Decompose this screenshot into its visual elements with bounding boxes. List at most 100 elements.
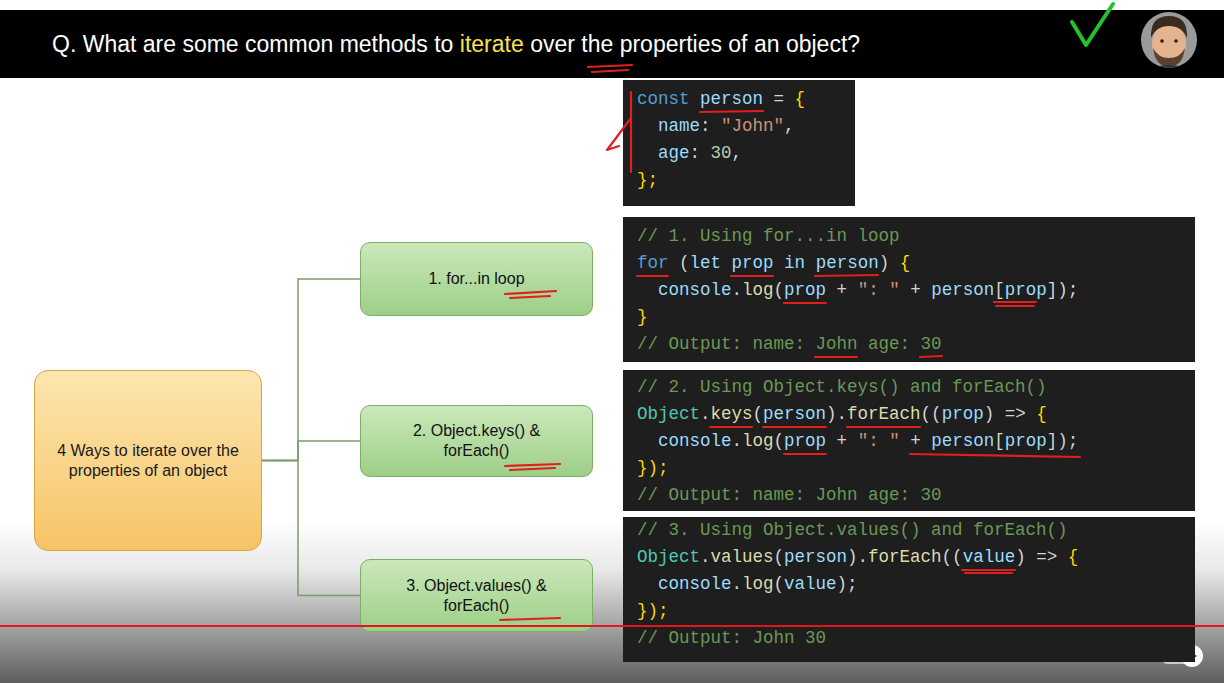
underline-mark (505, 464, 560, 470)
code-token (690, 89, 701, 109)
code-token: => (1036, 547, 1057, 567)
code-token: prop (942, 404, 984, 424)
code-token (921, 280, 932, 300)
code-token: prop (1005, 431, 1047, 451)
code-token: person (931, 280, 994, 300)
code-token: prop (1005, 280, 1047, 300)
code-token: const (637, 89, 690, 109)
code-token: let (690, 253, 722, 273)
box-label: 2. Object.keys() & forEach() (381, 421, 572, 461)
code-token: // Output: name: John age: 30 (637, 485, 942, 505)
code-token: ). (826, 404, 847, 424)
code-token (847, 280, 858, 300)
code-token: ) (879, 253, 890, 273)
code-token: ); (837, 574, 858, 594)
code-token: . (700, 547, 711, 567)
code-token (700, 143, 711, 163)
code-token: prop (784, 280, 826, 300)
code-line: // 3. Using Object.values() and forEach(… (637, 517, 1185, 544)
code-token: 30 (711, 143, 732, 163)
check-mark (1072, 4, 1113, 45)
code-token: + (910, 431, 921, 451)
code-token: values (711, 547, 774, 567)
code-token: + (910, 280, 921, 300)
underline-mark (505, 291, 556, 298)
code-token: forEach (868, 547, 942, 567)
code-token: : (700, 116, 711, 136)
code-token: ( (774, 280, 785, 300)
code-token: ]); (1047, 431, 1079, 451)
code-token (847, 431, 858, 451)
code-line: } (637, 304, 1185, 331)
code-line: console.log(prop + ": " + person[prop]); (637, 428, 1185, 455)
code-token (889, 253, 900, 273)
code-token: }); (637, 458, 669, 478)
code-token: (( (921, 404, 942, 424)
topic-box: 4 Ways to iterate over the properties of… (34, 370, 262, 551)
code-token: ( (774, 431, 785, 451)
code-token: + (837, 431, 848, 451)
code-token: . (732, 431, 743, 451)
code-token: ]); (1047, 280, 1079, 300)
code-token: { (795, 89, 806, 109)
code-token: keys (711, 404, 753, 424)
code-token: // 1. Using for...in loop (637, 226, 900, 246)
code-token (900, 280, 911, 300)
code-token: : (690, 143, 701, 163)
code-token: ( (753, 404, 764, 424)
code-token: "John" (721, 116, 784, 136)
code-line: const person = { (637, 86, 845, 113)
red-rule (0, 625, 1224, 627)
code-token (774, 253, 785, 273)
code-token: log (742, 431, 774, 451)
code-token: value (784, 574, 837, 594)
tree-connector (262, 441, 360, 461)
box-label: 3. Object.values() & forEach() (381, 576, 572, 616)
code-token: . (732, 574, 743, 594)
slide-title: Q. What are some common methods to itera… (52, 30, 860, 58)
code-line: age: 30, (637, 140, 845, 167)
code-token: { (900, 253, 911, 273)
code-token: + (837, 280, 848, 300)
code-token: log (742, 574, 774, 594)
code-line: console.log(value); (637, 571, 1185, 598)
code-line: }); (637, 455, 1185, 482)
red-ink (500, 65, 1080, 620)
code-token: console (658, 431, 732, 451)
code-line: name: "John", (637, 113, 845, 140)
code-token: // 2. Using Object.keys() and forEach() (637, 377, 1047, 397)
code-token: . (700, 404, 711, 424)
code-line: // Output: John 30 (637, 625, 1185, 652)
method-box: 3. Object.values() & forEach() (360, 559, 593, 632)
code-token: } (637, 307, 648, 327)
code-token: , (732, 143, 743, 163)
code-token (721, 253, 732, 273)
code-token: ": " (858, 431, 900, 451)
code-token: ) (984, 404, 995, 424)
code-token: person (784, 547, 847, 567)
code-token: { (1068, 547, 1079, 567)
code-token: . (732, 280, 743, 300)
code-line: // Output: name: John age: 30 (637, 331, 1185, 358)
code-token: name (658, 116, 700, 136)
box-label: 1. for...in loop (428, 269, 524, 289)
code-token: Object (637, 404, 700, 424)
code-token: = (774, 89, 785, 109)
underline-mark (500, 618, 560, 620)
underline-mark (700, 111, 763, 112)
code-token: }; (637, 170, 658, 190)
code-token: [ (994, 280, 1005, 300)
code-token: // Output: John 30 (637, 628, 826, 648)
code-panel: // 3. Using Object.values() and forEach(… (623, 517, 1195, 662)
underline-mark (710, 426, 920, 428)
code-token: prop (784, 431, 826, 451)
code-panel: // 2. Using Object.keys() and forEach() O… (623, 370, 1195, 511)
code-line: Object.keys(person).forEach((prop) => { (637, 401, 1185, 428)
code-token: Object (637, 547, 700, 567)
code-panel: // 1. Using for...in loopfor (let prop i… (623, 217, 1195, 362)
underline-mark (784, 302, 1036, 306)
highlight-word: iterate (460, 31, 524, 57)
code-token (711, 116, 722, 136)
code-token: prop (732, 253, 774, 273)
